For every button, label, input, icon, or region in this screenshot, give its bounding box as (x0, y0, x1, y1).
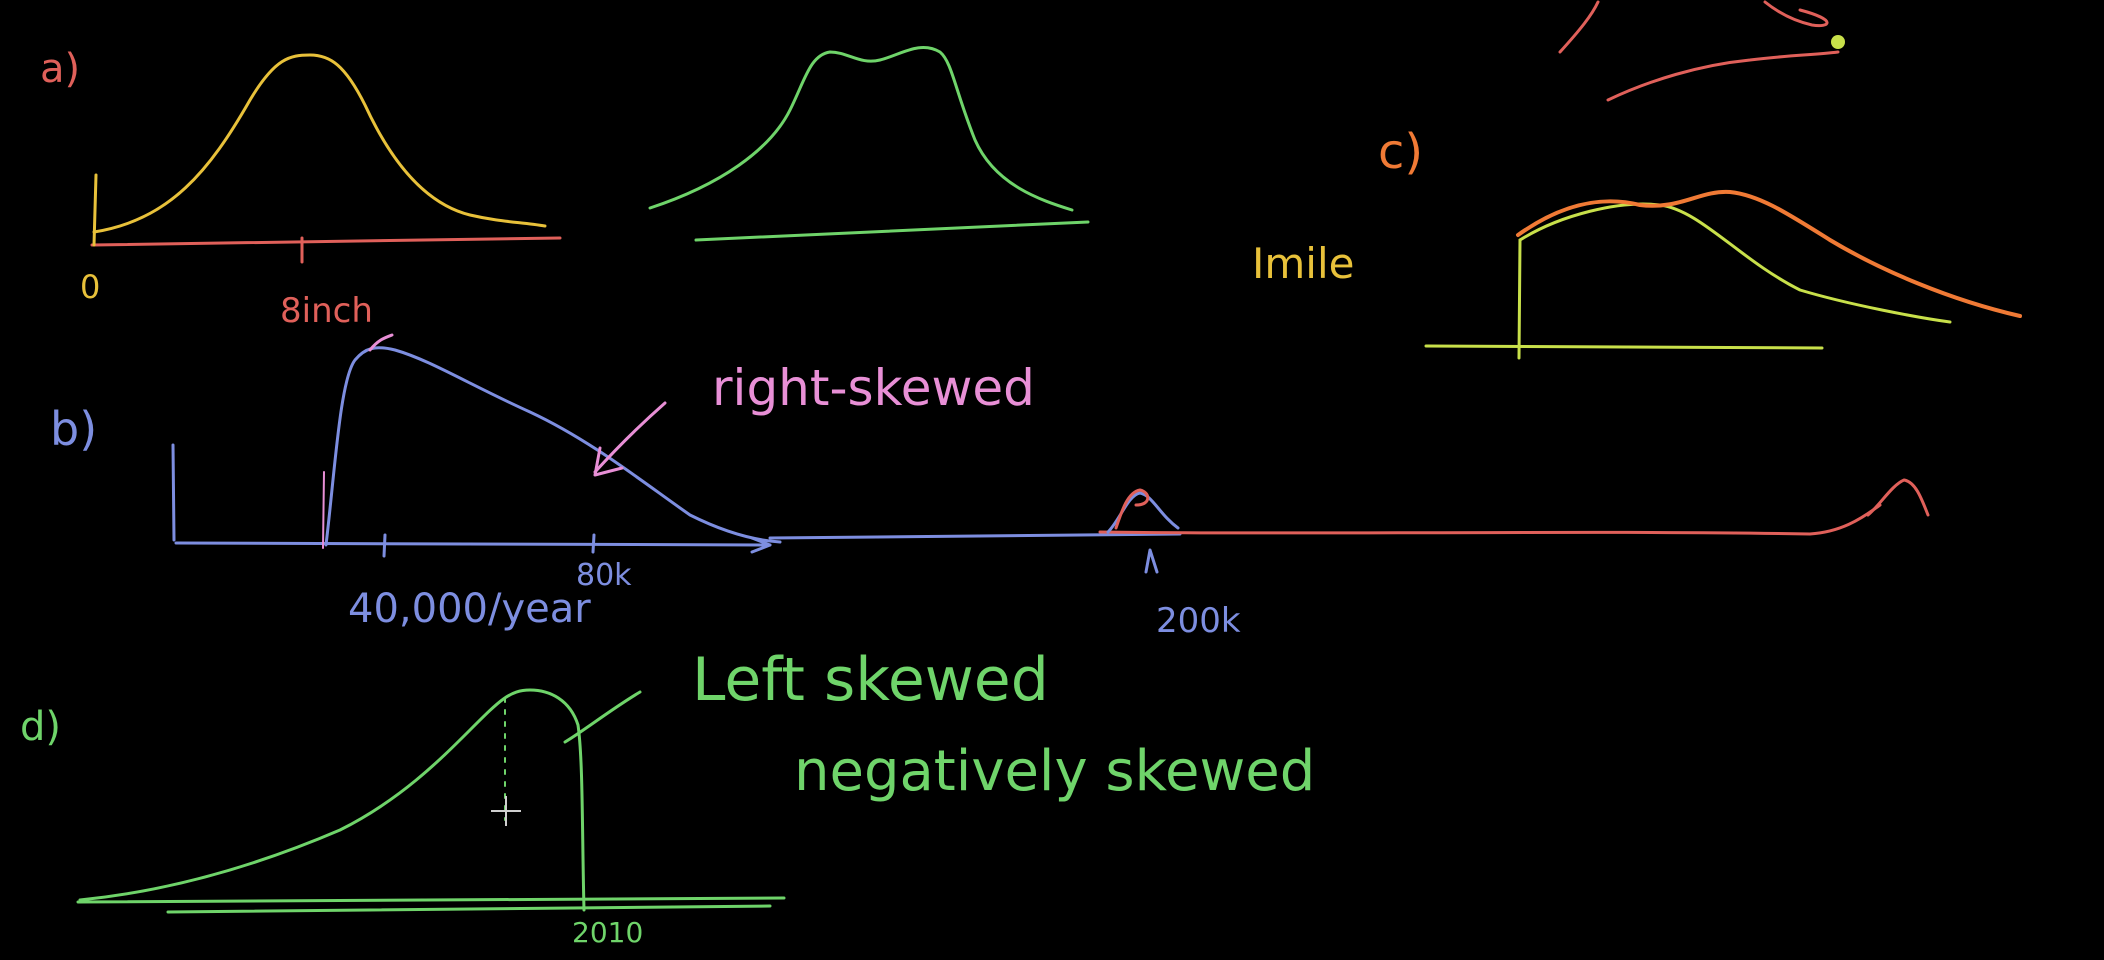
b-far-bump (1866, 478, 1930, 517)
b-tick-40k (382, 533, 387, 558)
a2-bimodal-curve (648, 46, 1074, 212)
b-outlier-bump-red (1114, 488, 1150, 530)
b-outlier-bump (1106, 491, 1180, 534)
b-tick-label-40k: 40,000/year (348, 586, 591, 632)
b-tick-label-80k: 80k (576, 558, 632, 593)
c-note: Imile (1252, 239, 1354, 288)
d-note-2: negatively skewed (794, 739, 1315, 804)
d-note-arrow (563, 690, 642, 744)
top-fragment-1 (1558, 0, 1600, 54)
b-axis-red (1098, 503, 1882, 536)
d-axis (76, 896, 786, 904)
a-axis (90, 236, 562, 247)
c-yaxis (1517, 238, 1522, 360)
c-curve-lime (1518, 202, 1952, 324)
a-yaxis (92, 173, 98, 247)
d-note-1: Left skewed (692, 645, 1049, 715)
top-fragment-3 (1763, 0, 1829, 28)
a2-axis (694, 220, 1090, 242)
d-axis-lower (166, 904, 772, 914)
a-zero-label: 0 (80, 268, 100, 306)
label-a: a) (40, 46, 80, 92)
a-bell-curve (92, 53, 547, 234)
c-curve-orange (1516, 189, 2022, 318)
cursor-dot (1831, 35, 1845, 49)
b-note-arrow (593, 401, 667, 474)
label-b: b) (50, 402, 97, 456)
c-axis (1424, 344, 1824, 350)
crosshair-cursor-icon (491, 796, 521, 826)
b-peak-mark (368, 333, 394, 352)
label-d: d) (20, 704, 61, 750)
b-yaxis (171, 443, 176, 542)
b-right-skewed-curve (324, 346, 782, 547)
b-start-tick (322, 471, 325, 549)
b-axis (174, 541, 772, 547)
b-note-arrowhead (593, 446, 624, 477)
d-left-skewed-curve (78, 688, 586, 912)
b-outlier-caret (1144, 548, 1159, 574)
b-tick-label-200k: 200k (1156, 601, 1241, 641)
d-tick-label: 2010 (572, 916, 643, 949)
top-fragment-2 (1606, 50, 1840, 102)
label-c: c) (1378, 124, 1423, 180)
b-axis-extension (768, 532, 1182, 540)
b-note: right-skewed (712, 359, 1035, 417)
b-tick-80k (591, 533, 596, 554)
a-mid-label: 8inch (280, 291, 373, 331)
